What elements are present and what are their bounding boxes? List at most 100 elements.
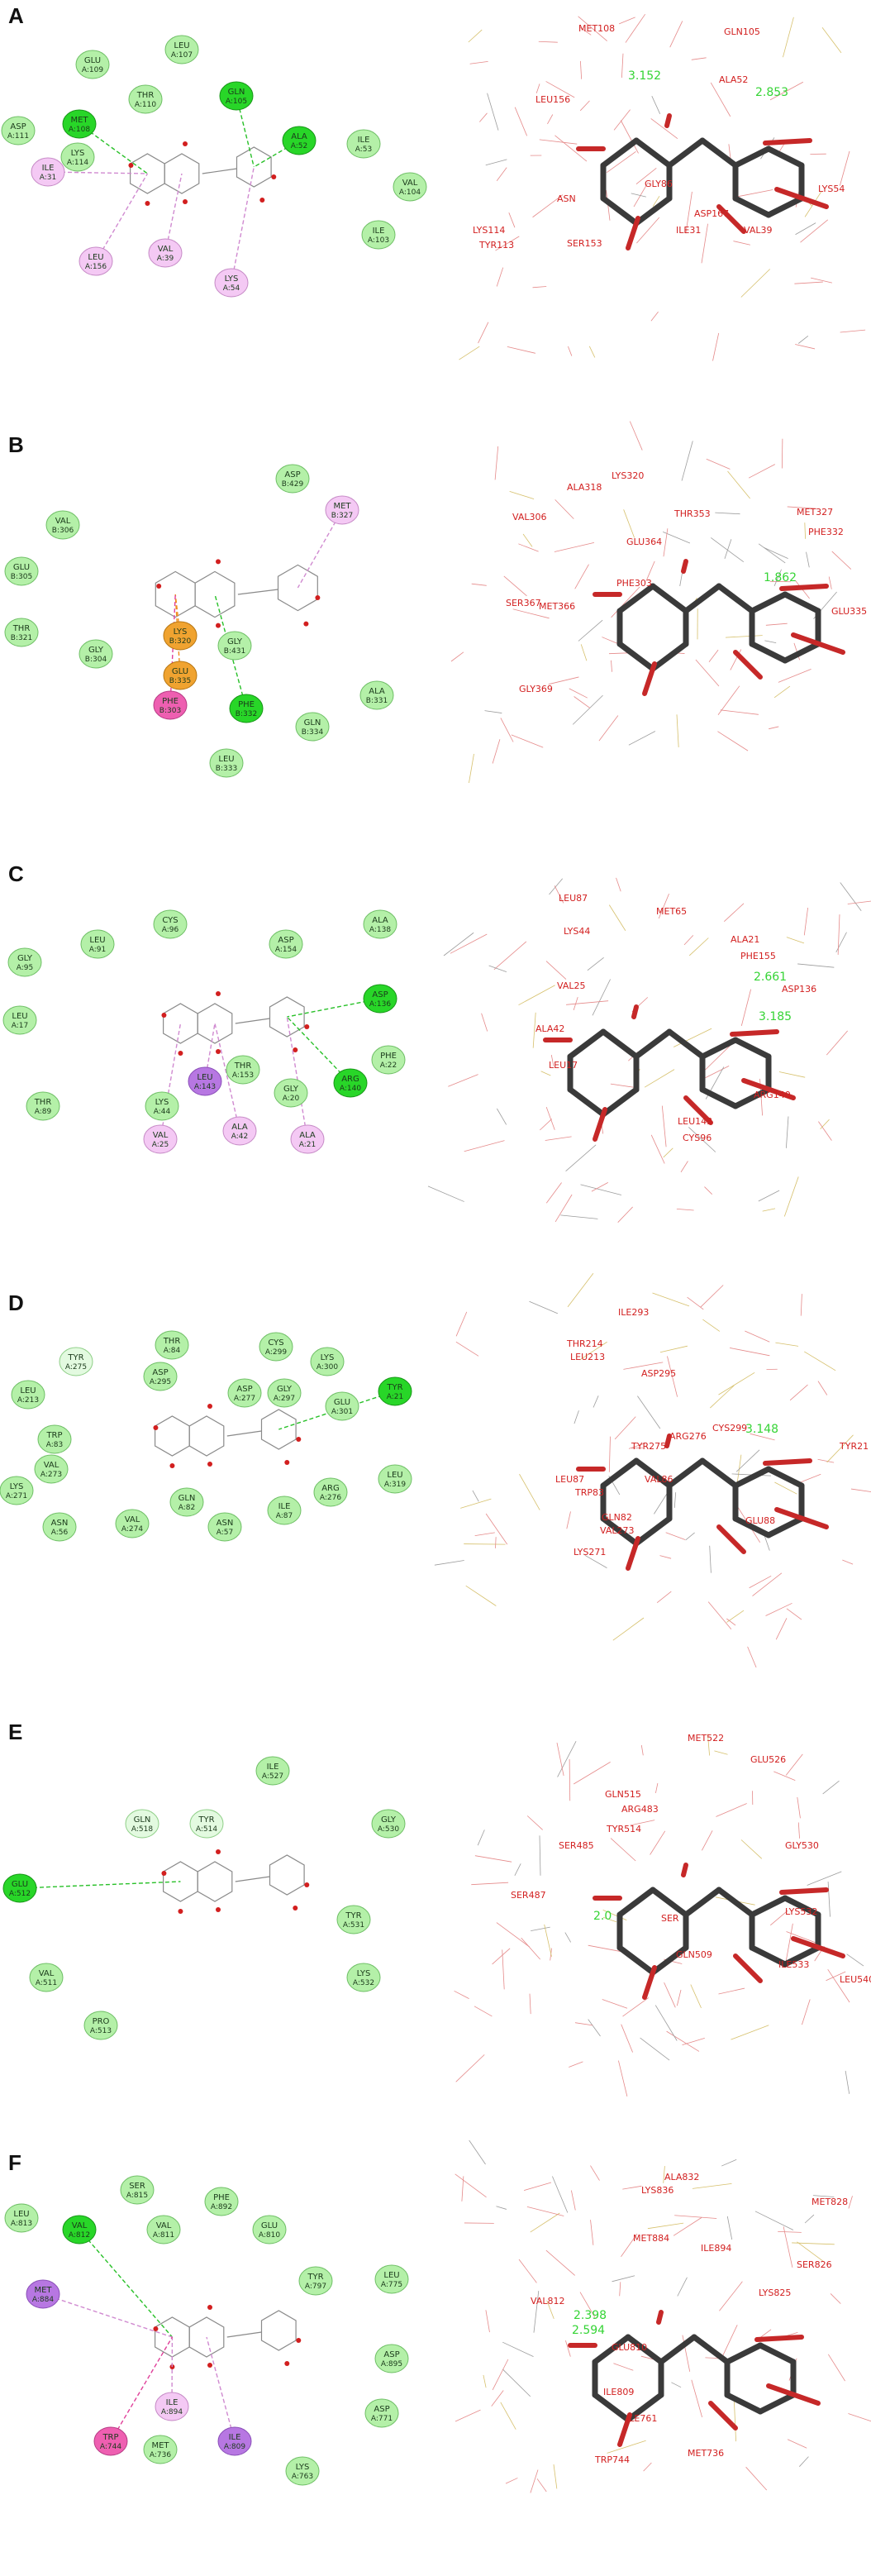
- residue-sidechain-3d: [711, 537, 745, 563]
- ligand-stick-3d: [757, 2392, 797, 2415]
- residue-name: ILE: [358, 136, 370, 145]
- residue-sidechain-3d: [633, 182, 649, 208]
- residue-sidechain-3d: [726, 1618, 736, 1626]
- residue-label-3d: ASP136: [782, 984, 816, 995]
- interaction-line-alkyl: [286, 1016, 308, 1140]
- residue-sidechain-3d: [748, 464, 775, 479]
- residue-sidechain-3d: [783, 1176, 799, 1217]
- residue-name: SER: [129, 2182, 145, 2191]
- residue-sidechain-3d: [523, 2182, 552, 2191]
- residue-label-3d: ARG140: [754, 1090, 791, 1100]
- residue-sidechain-3d: [827, 1968, 850, 2003]
- residue-sidechain-3d: [640, 1744, 644, 1756]
- residue-sidechain-3d: [663, 528, 669, 557]
- residue-circle: [227, 1378, 262, 1408]
- ligand-oxygen-3d: [631, 1004, 639, 1019]
- residue-name: VAL: [153, 1131, 169, 1140]
- residue-sidechain-3d: [763, 546, 788, 559]
- residue-circle: [34, 1454, 69, 1484]
- ligand-stick-3d: [592, 2392, 631, 2423]
- residue-sidechain-3d: [621, 53, 624, 79]
- residue-sidechain-3d: [845, 2070, 850, 2094]
- residue-sidechain-3d: [472, 1490, 479, 1502]
- residue-sidechain-3d: [691, 57, 707, 60]
- ligand-stick-3d: [616, 1887, 656, 1918]
- residue-sidechain-3d: [848, 2413, 871, 2422]
- residue-sidechain-3d: [794, 281, 823, 284]
- residue-name: VAL: [402, 179, 418, 188]
- residue-circle: [207, 1512, 242, 1542]
- ligand-stick-3d: [600, 195, 640, 227]
- oxygen-atom-2d: [304, 1024, 310, 1029]
- oxygen-atom-2d: [183, 199, 188, 204]
- residue-sidechain-3d: [614, 1416, 636, 1440]
- residue-sidechain-3d: [717, 731, 749, 751]
- residue-number: A:895: [381, 2360, 402, 2368]
- residue-sidechain-3d: [574, 564, 589, 589]
- ligand-stick-3d: [633, 1457, 673, 1489]
- residue-number: B:303: [159, 707, 181, 715]
- residue-name: ASP: [236, 1385, 252, 1394]
- residue-sidechain-3d: [726, 2216, 733, 2240]
- residue-circle: [359, 680, 394, 710]
- ligand-ring-2d: [236, 146, 272, 188]
- residue-sidechain-3d: [427, 1185, 464, 1202]
- residue-circle: [146, 2215, 181, 2244]
- residue-sidechain-3d: [804, 2214, 815, 2224]
- residue-sidechain-3d: [673, 1028, 712, 1047]
- ligand-oxygen-3d: [754, 2335, 804, 2342]
- residue-sidechain-3d: [764, 640, 777, 644]
- ligand-stick-3d: [732, 195, 772, 218]
- residue-sidechain-3d: [783, 2226, 793, 2268]
- panel-label: E: [8, 1720, 23, 1744]
- residue-label-3d: ILE533: [778, 1959, 809, 1970]
- ligand-oxygen-3d: [664, 1433, 672, 1448]
- residue-circle: [290, 1124, 325, 1154]
- residue-circle: [325, 1391, 359, 1421]
- residue-name: GLU: [13, 563, 30, 572]
- interaction-line-pistack: [169, 594, 176, 706]
- residue-circle: [378, 1376, 412, 1406]
- residue-sidechain-3d: [568, 346, 573, 356]
- residue-sidechain-3d: [471, 1882, 509, 1886]
- residue-name: ASP: [374, 2405, 389, 2414]
- residue-circle: [282, 126, 317, 155]
- residue-sidechain-3d: [566, 1511, 571, 1529]
- residue-sidechain-3d: [487, 93, 499, 131]
- residue-label-3d: TYR514: [606, 1824, 641, 1834]
- residue-number: A:299: [265, 1348, 287, 1357]
- residue-sidechain-3d: [521, 1937, 540, 1960]
- residue-sidechain-3d: [733, 241, 750, 246]
- residue-circle: [143, 1124, 178, 1154]
- interaction-line-alkyl: [214, 1023, 240, 1132]
- residue-label-3d: LEU143: [678, 1116, 712, 1127]
- residue-sidechain-3d: [564, 1932, 572, 1943]
- residue-circle: [252, 2215, 287, 2244]
- residue-circle: [11, 1380, 45, 1410]
- residue-sidechain-3d: [822, 1780, 840, 1795]
- residue-label-3d: LYS54: [818, 184, 845, 194]
- residue-sidechain-3d: [773, 1771, 796, 1781]
- residue-name: ALA: [231, 1123, 248, 1132]
- ligand-stick-3d: [691, 2334, 731, 2365]
- residue-sidechain-3d: [612, 2275, 635, 2283]
- residue-sidechain-3d: [554, 499, 574, 519]
- residue-sidechain-3d: [709, 1545, 712, 1573]
- ligand-stick-3d: [683, 1887, 722, 1918]
- residue-number: A:96: [162, 926, 179, 934]
- residue-name: THR: [136, 91, 155, 100]
- residue-sidechain-3d: [807, 1871, 842, 1886]
- residue-sidechain-3d: [676, 1989, 682, 2006]
- residue-name: LEU: [197, 1073, 212, 1082]
